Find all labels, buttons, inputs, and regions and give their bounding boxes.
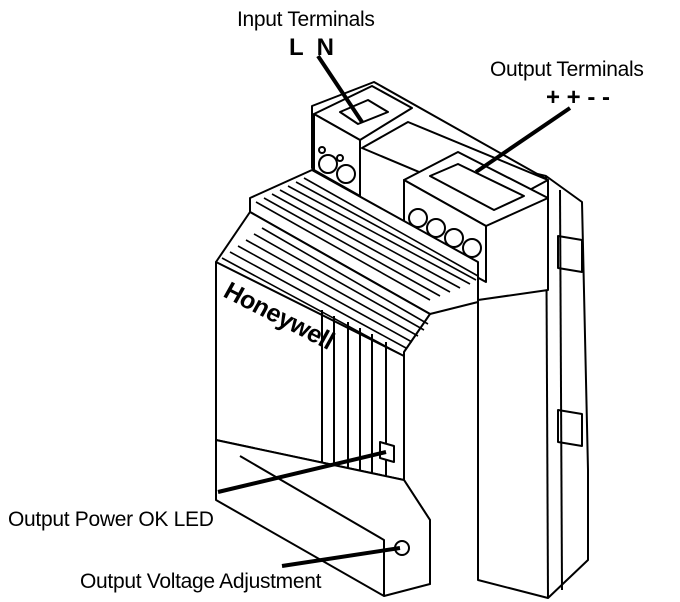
label-output-terminals: Output Terminals <box>490 58 644 81</box>
output-terminal-screw-4 <box>462 238 482 258</box>
leader-power-ok-led <box>217 450 387 494</box>
label-input-terminals: Input Terminals <box>237 8 375 31</box>
leader-input-terminals <box>316 54 364 124</box>
output-terminal-screw-3 <box>444 228 464 248</box>
input-terminal-screw-l <box>318 154 338 174</box>
output-terminal-screw-2 <box>426 218 446 238</box>
output-terminal-screw-1 <box>408 208 428 228</box>
label-output-polarity: + + - - <box>546 84 611 111</box>
middle-vent-ribs <box>255 177 479 301</box>
leader-voltage-adjust <box>281 546 401 568</box>
label-voltage-adjustment: Output Voltage Adjustment <box>80 570 322 593</box>
din-rail-notch-lower <box>557 409 583 447</box>
lower-vent-ribs <box>221 227 429 355</box>
label-power-ok-led: Output Power OK LED <box>8 508 214 531</box>
input-terminal-screw-n <box>336 164 356 184</box>
leader-output-terminals <box>474 106 572 174</box>
label-input-polarity: L N <box>289 34 334 61</box>
din-rail-notch-upper <box>557 235 583 273</box>
